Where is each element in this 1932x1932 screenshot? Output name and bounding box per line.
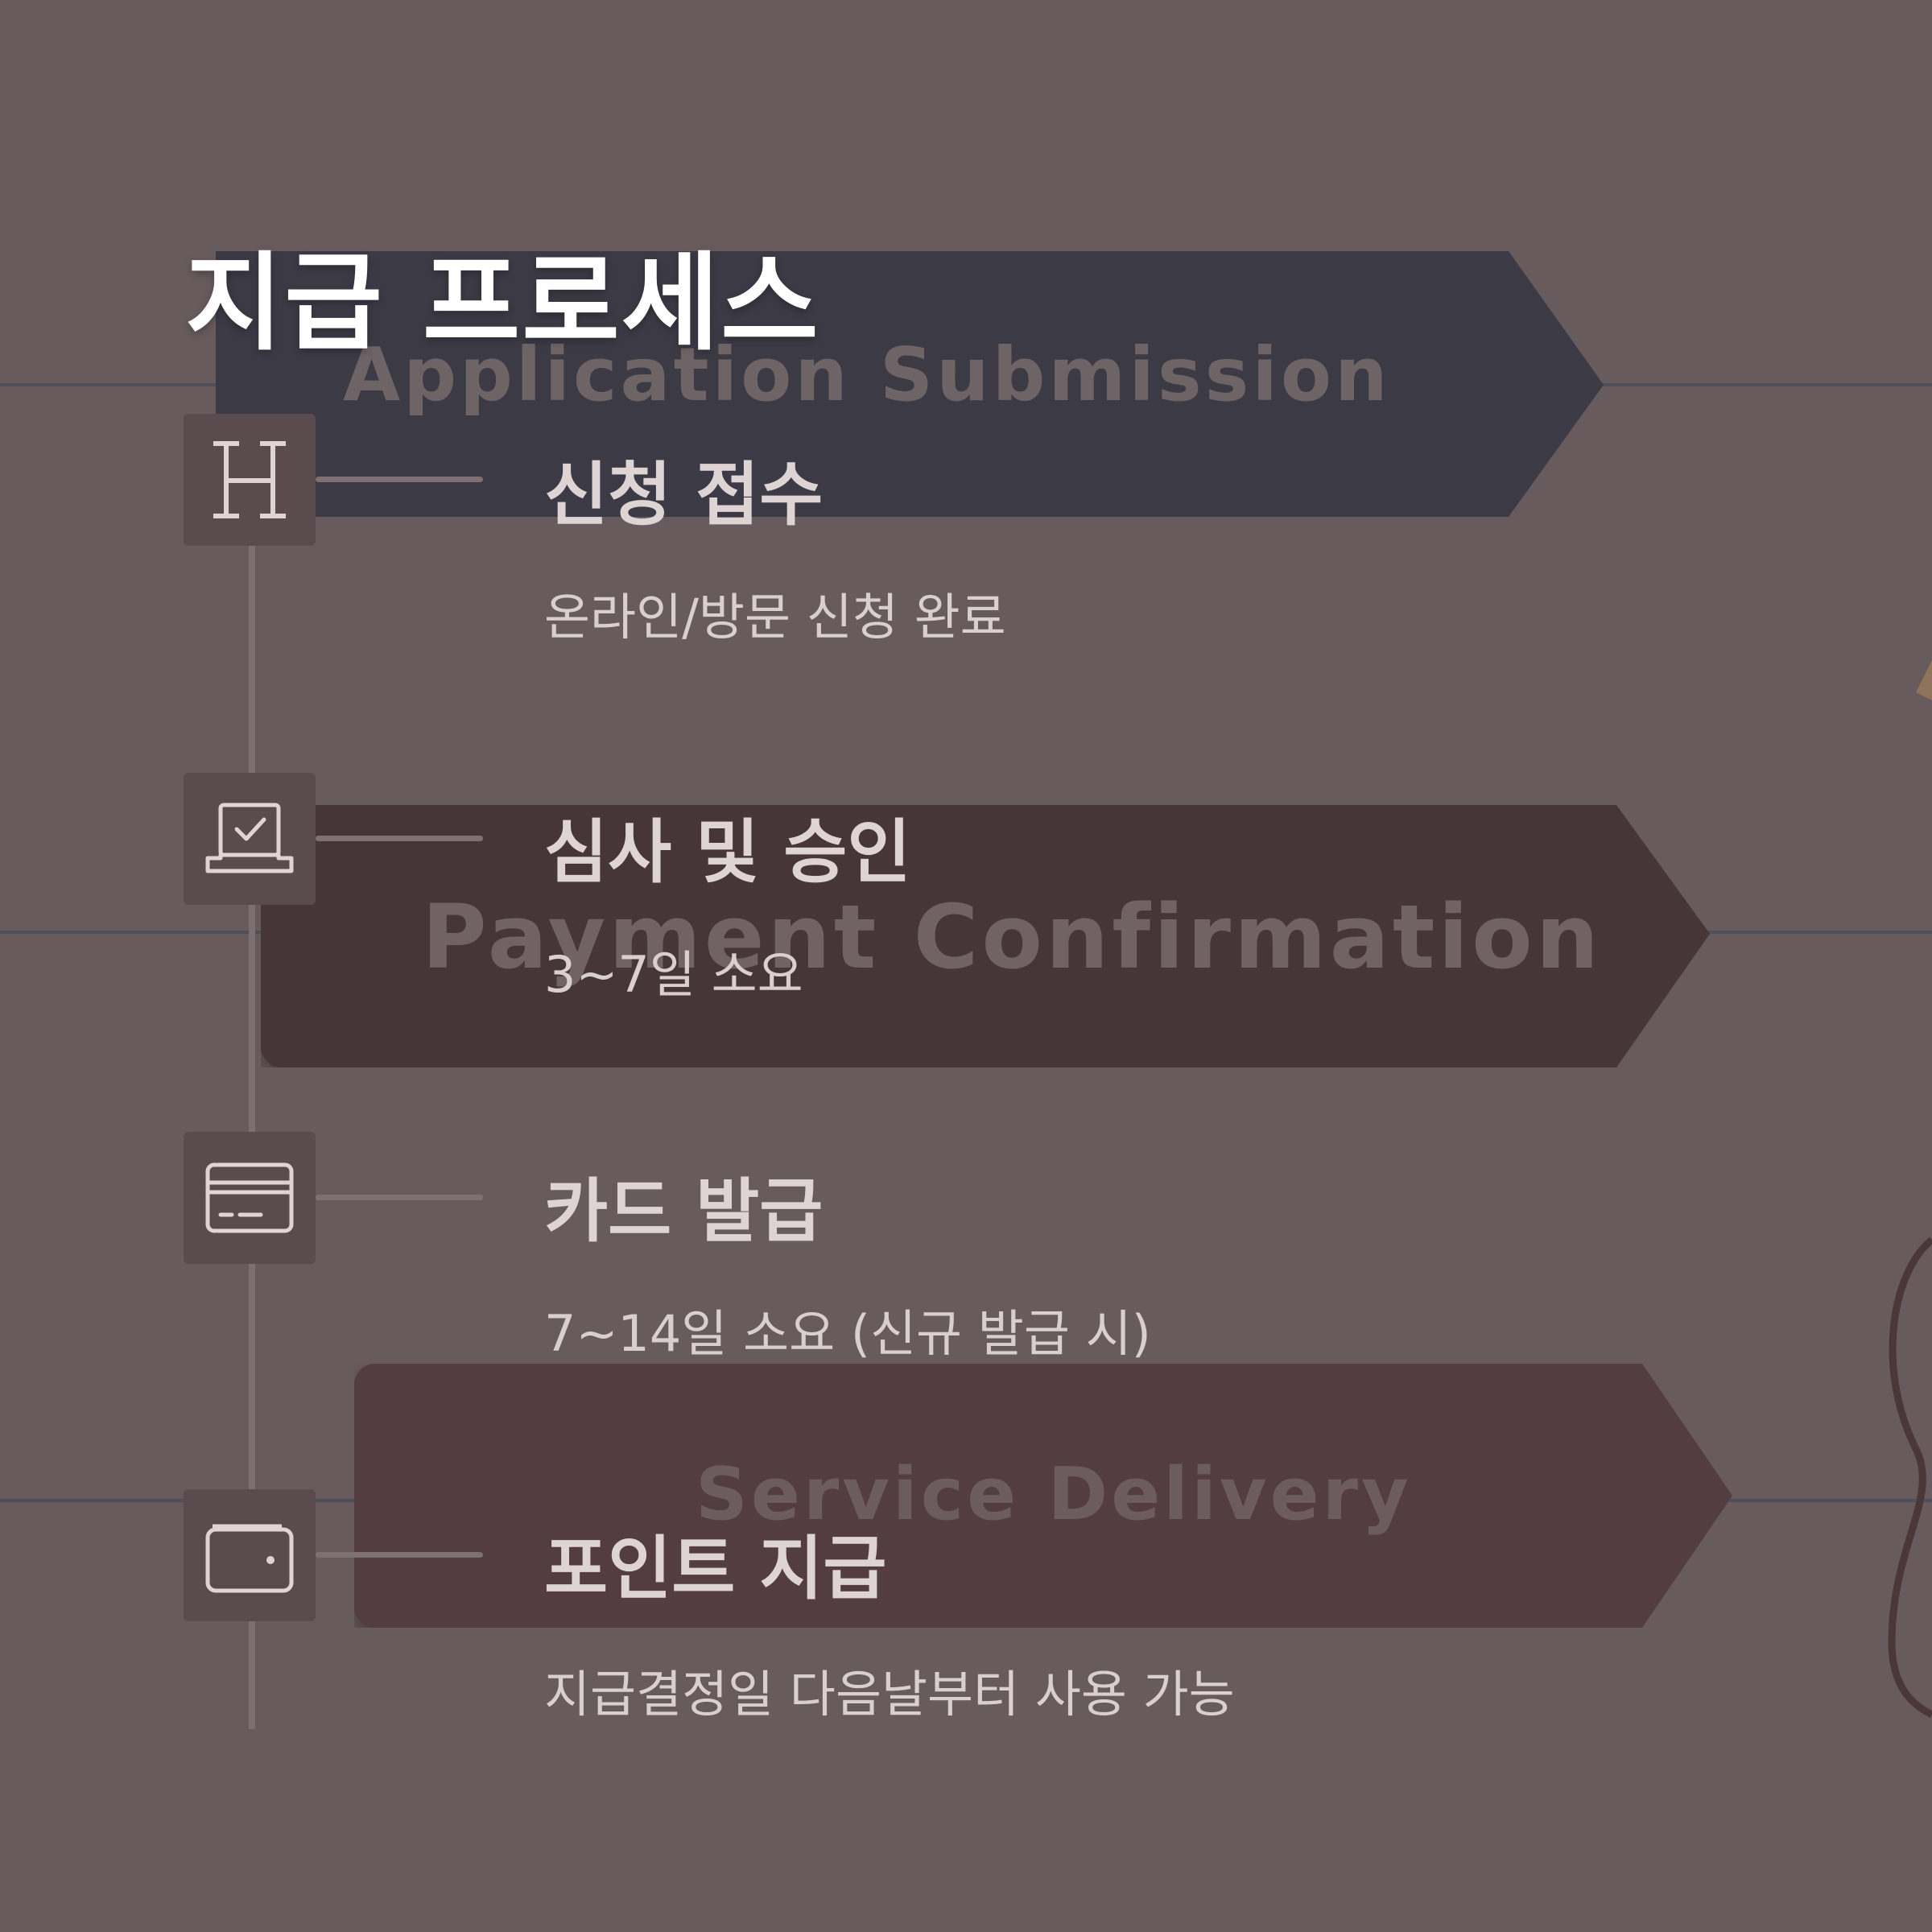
step-connector — [316, 1195, 483, 1200]
step-icon-tile — [184, 414, 316, 546]
background-arrow-banner: Application Submission — [216, 251, 1604, 517]
credit-card-icon — [205, 1162, 294, 1233]
step-title: 신청 접수 — [544, 455, 824, 535]
background-arrow-banner: Payment Confirmation — [261, 805, 1710, 1067]
step-title: 심사 및 승인 — [544, 812, 911, 893]
step-icon-tile — [184, 1132, 316, 1264]
step-description: 온라인/방문 신청 완료 — [544, 588, 1006, 646]
step-connector — [316, 1552, 483, 1558]
background-decoration — [1888, 660, 1932, 1719]
laptop-check-icon — [205, 803, 294, 873]
step-description: 7~14일 소요 (신규 발급 시) — [544, 1304, 1151, 1363]
banner-label: Application Submission — [343, 332, 1391, 418]
step-title: 카드 발급 — [544, 1171, 824, 1252]
step-description: 지급결정일 다음날부터 사용 가능 — [544, 1665, 1235, 1724]
step-description: 3~7일 소요 — [544, 945, 803, 1004]
step-connector — [316, 836, 483, 841]
step-icon-tile — [184, 1489, 316, 1621]
step-title: 포인트 지급 — [544, 1529, 887, 1609]
banner-label: Service Delivery — [696, 1452, 1412, 1537]
step-icon-tile — [184, 773, 316, 905]
timeline-rail — [249, 515, 255, 1729]
letter-h-icon — [213, 441, 286, 518]
step-connector — [316, 477, 483, 482]
banner-label: Payment Confirmation — [422, 886, 1603, 989]
background-arrow-banner: Service Delivery — [354, 1364, 1732, 1628]
page-title: 지급 프로세스 — [185, 242, 820, 365]
wallet-icon — [205, 1524, 294, 1593]
